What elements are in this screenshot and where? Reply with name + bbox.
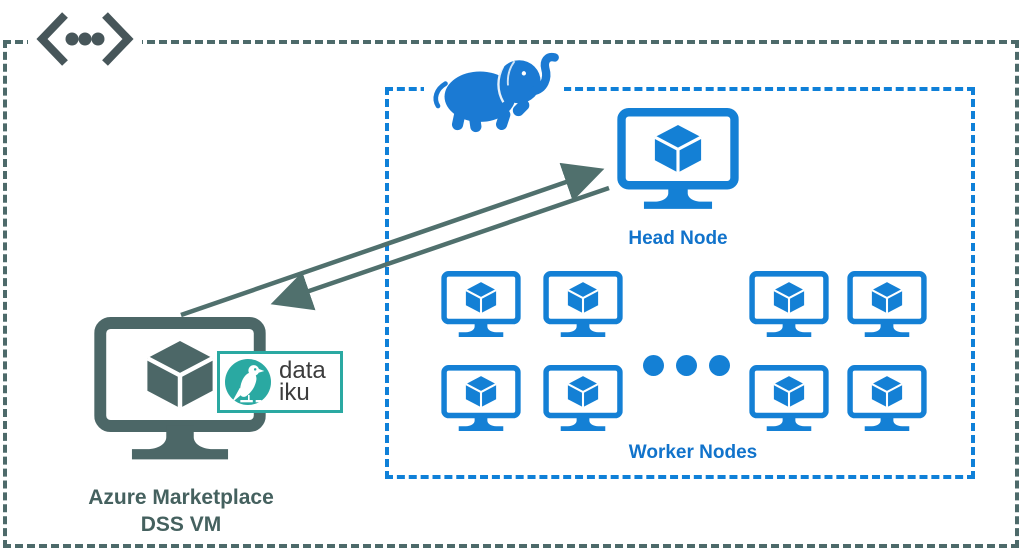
worker-nodes-left-group	[441, 271, 623, 435]
ellipsis-dot	[709, 355, 730, 376]
worker-node-icon	[847, 365, 927, 435]
dataiku-logo: data iku	[217, 351, 343, 413]
dataiku-logo-text: data iku	[279, 357, 326, 406]
dss-vm-label: Azure Marketplace DSS VM	[72, 484, 290, 538]
worker-node-icon	[441, 365, 521, 435]
worker-node-icon	[441, 271, 521, 341]
worker-nodes-label: Worker Nodes	[628, 442, 758, 463]
dataiku-logo-line2: iku	[279, 379, 310, 406]
worker-node-icon	[749, 271, 829, 341]
ellipsis-dot	[676, 355, 697, 376]
dataiku-logo-line1: data	[279, 357, 326, 384]
ellipsis-dot	[643, 355, 664, 376]
head-node-label: Head Node	[628, 228, 728, 249]
worker-node-icon	[543, 365, 623, 435]
worker-node-icon	[847, 271, 927, 341]
outer-dashed-border	[3, 40, 1019, 548]
worker-node-icon	[749, 365, 829, 435]
dataiku-bird-icon	[225, 359, 271, 405]
dss-vm-label-line2: DSS VM	[140, 513, 222, 536]
worker-node-icon	[543, 271, 623, 341]
code-icon	[28, 6, 142, 72]
dss-vm-label-line1: Azure Marketplace	[88, 486, 274, 509]
hadoop-elephant-icon	[424, 50, 564, 134]
worker-nodes-right-group	[749, 271, 927, 435]
ellipsis-icon	[643, 355, 730, 376]
head-node-icon	[617, 108, 739, 215]
